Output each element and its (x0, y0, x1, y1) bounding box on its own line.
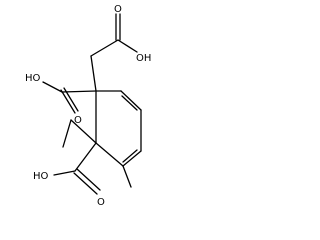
bond-bottom-carbonyl-b (76, 168, 101, 191)
label-ho-left: HO (25, 73, 41, 84)
bond-ring-c4-c5 (122, 150, 142, 167)
label-oh-top: OH (136, 53, 151, 64)
label-ho-bottom: HO (33, 171, 49, 182)
label-o-top: O (114, 4, 122, 15)
bond-methyl (122, 165, 132, 188)
label-o-mid: O (74, 115, 82, 126)
bond-ring-c2-c3-inner (121, 95, 138, 111)
molecule-svg: OH O HO O HO O (25, 4, 151, 208)
bond-bottom-hydroxyl (53, 170, 76, 176)
bond-left-carbonyl-a (60, 89, 76, 114)
structure-diagram: OH O HO O HO O (25, 4, 151, 208)
bond-ch2-cooh-carbon (90, 39, 119, 57)
bond-bottom-carbonyl-a (73, 172, 98, 195)
bond-top-hydroxyl (117, 39, 138, 53)
label-o-bottom: O (97, 197, 105, 208)
bond-left-carbonyl-b (63, 87, 79, 112)
bond-c1-ch2 (90, 55, 97, 92)
bond-ethyl-2 (62, 119, 72, 148)
bond-c6-bottom-cooh (74, 142, 97, 172)
bond-ring-c5-c6 (95, 142, 124, 167)
bond-ethyl-1 (70, 119, 97, 144)
bond-ring-c2-c3 (120, 90, 142, 111)
bond-ring-c4-c5-inner (122, 149, 138, 163)
bond-left-hydroxyl (42, 81, 63, 93)
bond-c1-left-cooh (61, 90, 97, 93)
